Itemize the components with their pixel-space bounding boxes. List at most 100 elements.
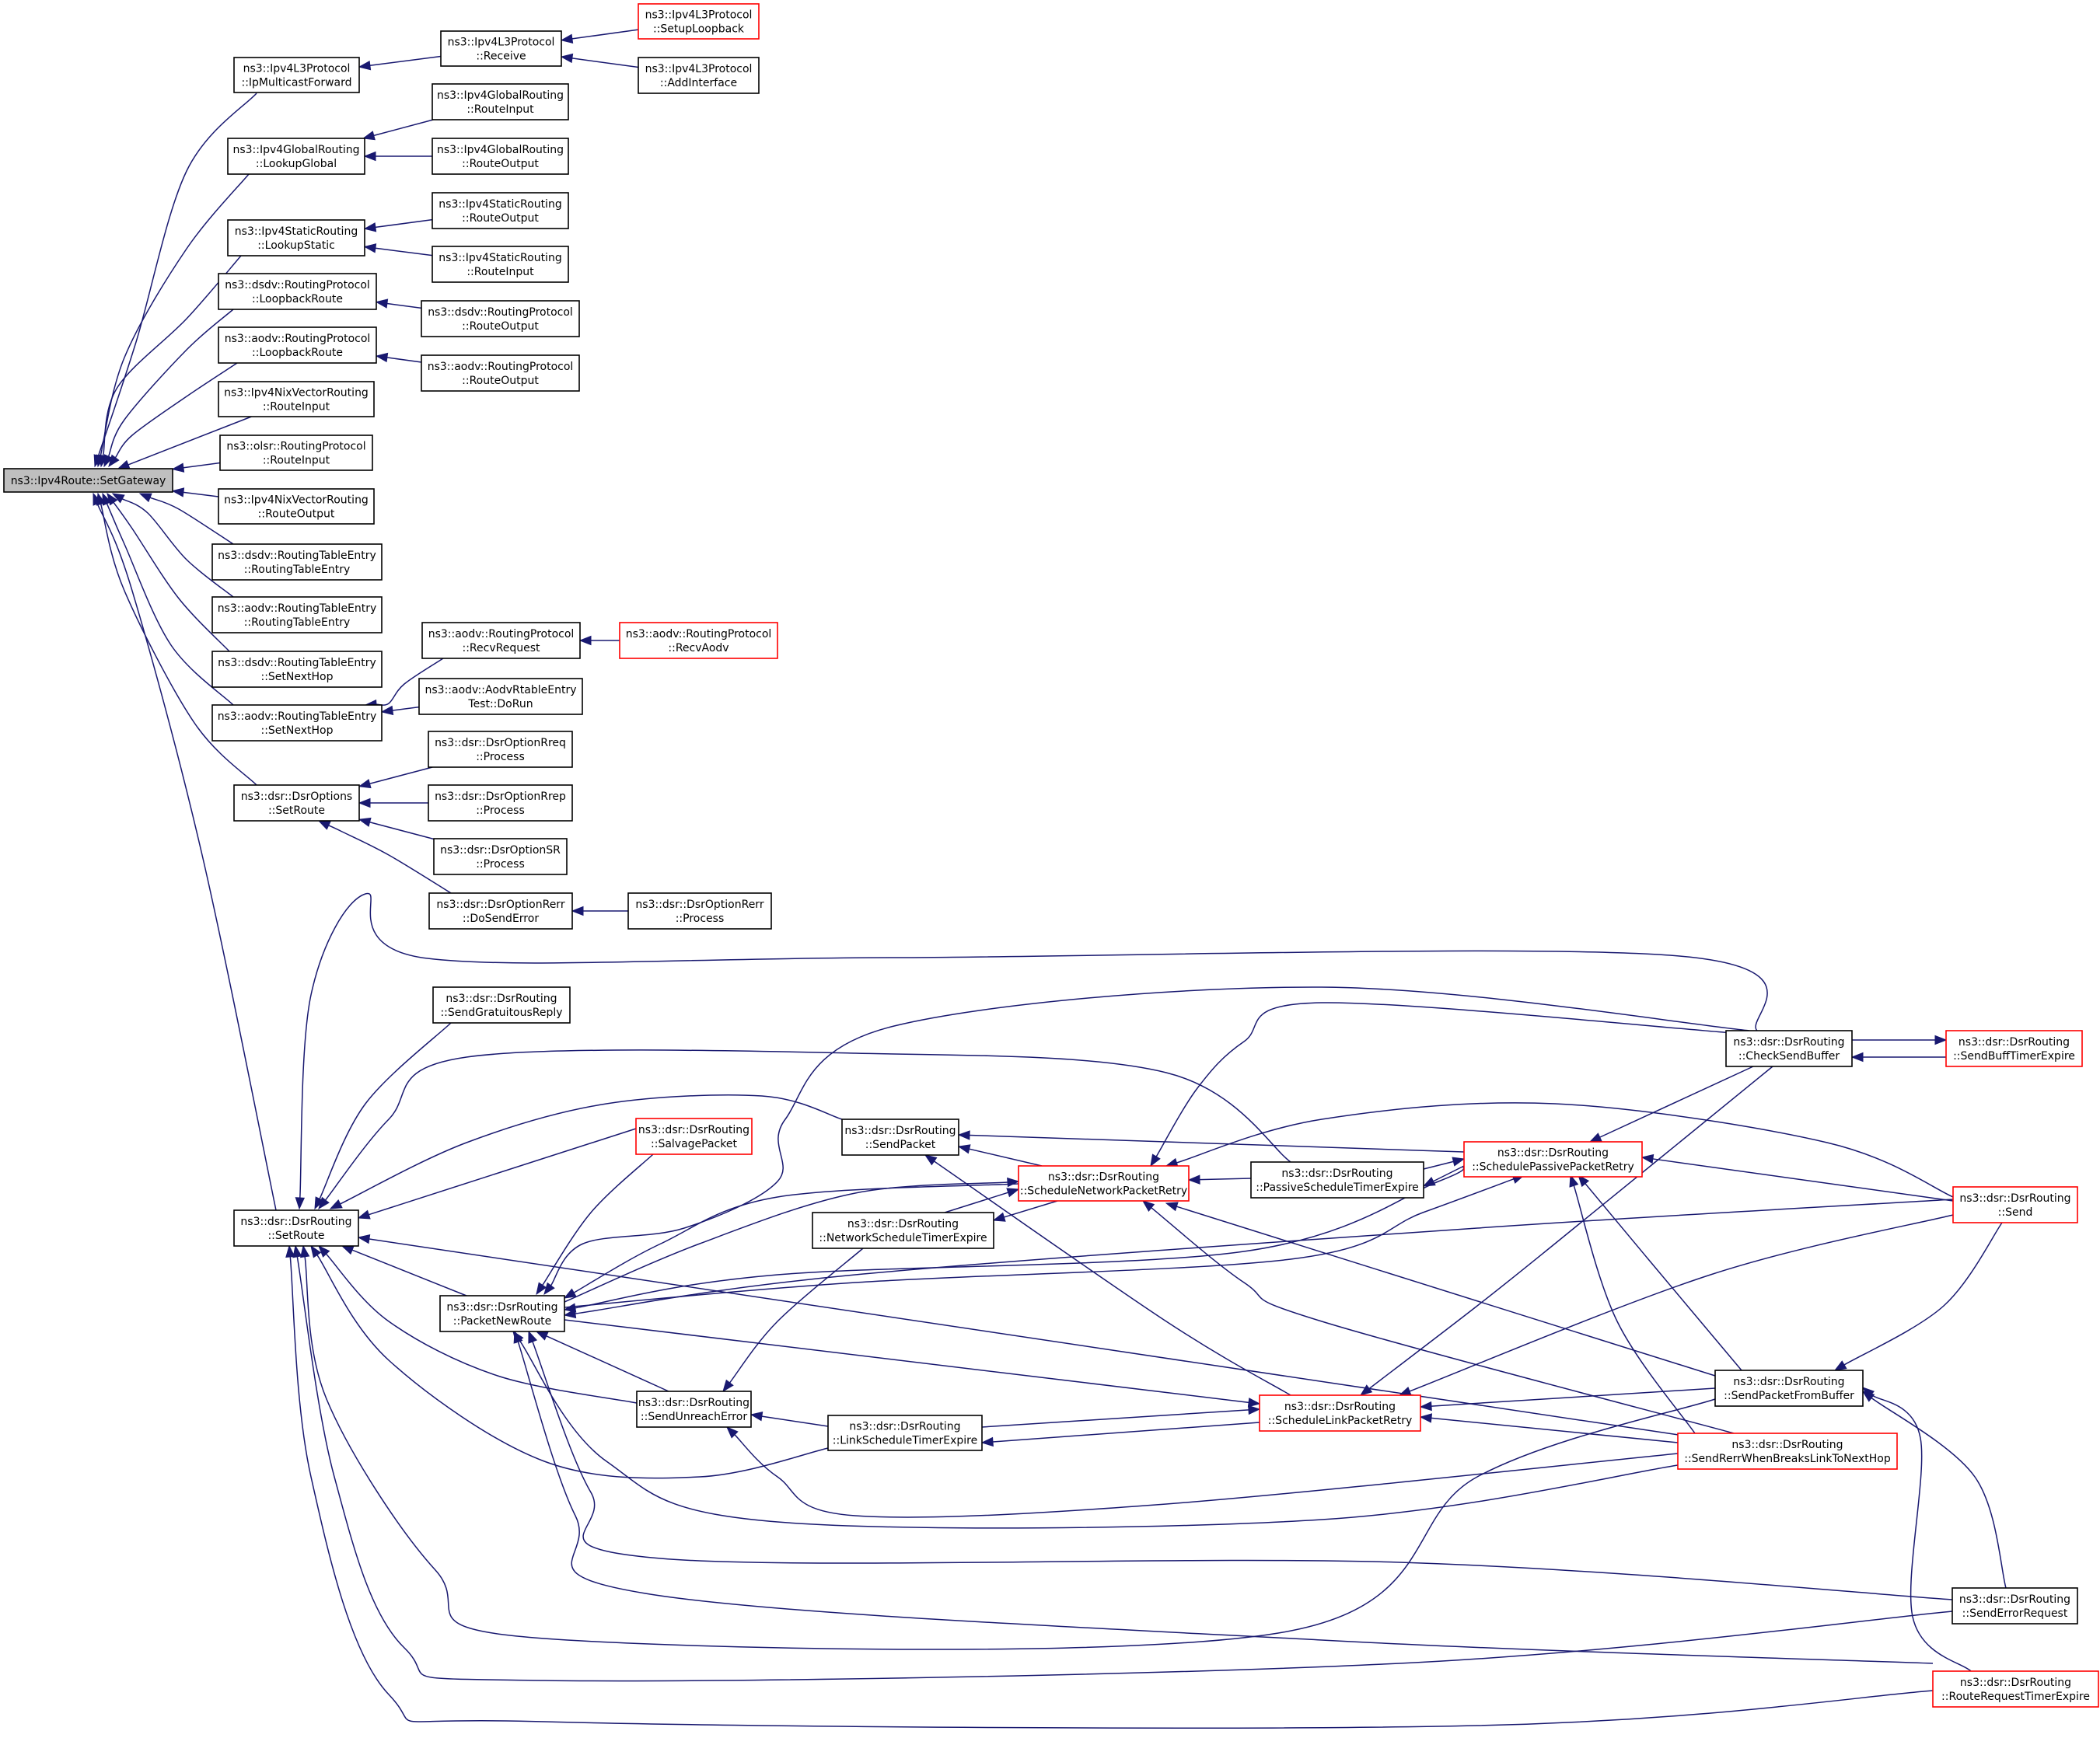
call-edge-sendpacketfrombuffer-to-schednetretry — [1165, 1202, 1716, 1377]
node-label-line: ns3::dsdv::RoutingProtocol — [225, 279, 370, 291]
node-rreq_process[interactable]: ns3::dsr::DsrOptionRreq::Process — [428, 731, 573, 768]
node-sr_process[interactable]: ns3::dsr::DsrOptionSR::Process — [433, 838, 568, 875]
node-aodv_routeoutput[interactable]: ns3::aodv::RoutingProtocol::RouteOutput — [421, 354, 580, 392]
node-box — [1932, 1670, 2099, 1708]
arrowhead-icon — [111, 493, 125, 504]
node-nix_routeoutput[interactable]: ns3::Ipv4NixVectorRouting::RouteOutput — [218, 488, 375, 525]
node-label-line: ns3::dsr::DsrRouting — [1284, 1401, 1396, 1413]
arrowhead-icon — [726, 1426, 739, 1439]
node-schednetretry[interactable]: ns3::dsr::DsrRouting::ScheduleNetworkPac… — [1018, 1165, 1190, 1202]
node-addinterface[interactable]: ns3::Ipv4L3Protocol::AddInterface — [638, 57, 760, 94]
node-dsdv_routeoutput[interactable]: ns3::dsdv::RoutingProtocol::RouteOutput — [421, 300, 580, 337]
call-edge-rrep_process-to-dsroptions_setroute — [358, 797, 428, 808]
node-aodv_setnexthop[interactable]: ns3::aodv::RoutingTableEntry::SetNextHop — [211, 704, 383, 742]
edge-line — [1599, 1066, 1754, 1138]
node-box — [421, 300, 580, 337]
call-edge-sendbufftimer-to-checksendbuffer — [1850, 1052, 1946, 1063]
node-label-line: ::RouteInput — [466, 103, 534, 116]
node-schedpassiveretry[interactable]: ns3::dsr::DsrRouting::SchedulePassivePac… — [1463, 1141, 1643, 1178]
arrowhead-icon — [1861, 1387, 1875, 1399]
node-dsrrouting_setroute[interactable]: ns3::dsr::DsrRouting::SetRoute — [233, 1209, 359, 1247]
node-label-line: ns3::olsr::RoutingProtocol — [226, 441, 365, 453]
call-edge-schednetretry-to-packetnewroute — [563, 1183, 1019, 1299]
edge-line — [351, 1249, 467, 1297]
node-l3receive[interactable]: ns3::Ipv4L3Protocol::Receive — [440, 30, 562, 67]
node-rrep_process[interactable]: ns3::dsr::DsrOptionRrep::Process — [428, 784, 573, 822]
node-label-line: ns3::dsr::DsrRouting — [638, 1397, 750, 1409]
arrowhead-icon — [1150, 1153, 1161, 1167]
node-send[interactable]: ns3::dsr::DsrRouting::Send — [1952, 1186, 2078, 1223]
node-aodv_recvrequest[interactable]: ns3::aodv::RoutingProtocol::RecvRequest — [421, 622, 581, 659]
node-sendbufftimer[interactable]: ns3::dsr::DsrRouting::SendBuffTimerExpir… — [1945, 1030, 2083, 1067]
node-salvagepacket[interactable]: ns3::dsr::DsrRouting::SalvagePacket — [635, 1118, 753, 1155]
node-box — [439, 1295, 565, 1332]
node-checksendbuffer[interactable]: ns3::dsr::DsrRouting::CheckSendBuffer — [1725, 1030, 1853, 1067]
node-dsdv_setnexthop[interactable]: ns3::dsdv::RoutingTableEntry::SetNextHop — [211, 651, 383, 688]
node-aodv_rte_ctor[interactable]: ns3::aodv::RoutingTableEntry::RoutingTab… — [211, 596, 383, 633]
node-nix_routeinput[interactable]: ns3::Ipv4NixVectorRouting::RouteInput — [218, 381, 375, 417]
node-label-line: ns3::aodv::RoutingTableEntry — [218, 602, 377, 615]
node-box — [841, 1119, 959, 1156]
call-edge-nix_routeoutput-to-setgateway — [171, 487, 219, 497]
call-edge-passiveschedtimer-to-dsrrouting_setroute — [318, 1049, 1291, 1210]
node-rerr_dosenderror[interactable]: ns3::dsr::DsrOptionRerr::DoSendError — [428, 892, 573, 930]
node-box — [218, 381, 375, 417]
node-sendunreacherror[interactable]: ns3::dsr::DsrRouting::SendUnreachError — [636, 1391, 752, 1428]
node-setuploopback[interactable]: ns3::Ipv4L3Protocol::SetupLoopback — [638, 3, 760, 40]
node-dsdv_rte_ctor[interactable]: ns3::dsdv::RoutingTableEntry::RoutingTab… — [211, 543, 383, 581]
node-box — [211, 704, 383, 742]
node-global_routeinput[interactable]: ns3::Ipv4GlobalRouting::RouteInput — [432, 83, 569, 120]
node-sendpacket[interactable]: ns3::dsr::DsrRouting::SendPacket — [841, 1119, 959, 1156]
node-label-line: ::RouteInput — [263, 401, 330, 414]
node-label-line: ::LookupStatic — [257, 239, 335, 252]
node-netschedtimer[interactable]: ns3::dsr::DsrRouting::NetworkScheduleTim… — [812, 1212, 994, 1249]
node-static_routeoutput[interactable]: ns3::Ipv4StaticRouting::RouteOutput — [432, 192, 569, 229]
node-sendgratuitousreply[interactable]: ns3::dsr::DsrRouting::SendGratuitousRepl… — [432, 986, 571, 1024]
call-edge-rreq_process-to-dsroptions_setroute — [358, 766, 433, 789]
call-edge-packetnewroute-to-dsrrouting_setroute — [341, 1245, 467, 1297]
arrowhead-icon — [1641, 1153, 1654, 1164]
node-sendrerrbreaks[interactable]: ns3::dsr::DsrRouting::SendRerrWhenBreaks… — [1677, 1433, 1898, 1470]
call-edge-packetnewroute-to-schednetretry — [564, 1177, 1020, 1303]
edge-line — [369, 822, 435, 840]
node-schedlinkretry[interactable]: ns3::dsr::DsrRouting::ScheduleLinkPacket… — [1259, 1394, 1421, 1432]
node-rerr_process[interactable]: ns3::dsr::DsrOptionRerr::Process — [627, 892, 772, 930]
node-lookupstatic[interactable]: ns3::Ipv4StaticRouting::LookupStatic — [227, 219, 365, 257]
edge-line — [519, 1339, 1679, 1529]
node-lookupglobal[interactable]: ns3::Ipv4GlobalRouting::LookupGlobal — [227, 138, 365, 175]
edge-line — [1199, 1178, 1252, 1181]
arrowhead-icon — [1248, 1405, 1261, 1415]
node-aodv_recvaodv[interactable]: ns3::aodv::RoutingProtocol::RecvAodv — [619, 622, 778, 659]
edge-line — [1573, 1185, 1696, 1434]
node-label-line: ns3::dsr::DsrRouting — [1733, 1376, 1844, 1388]
node-olsr_routeinput[interactable]: ns3::olsr::RoutingProtocol::RouteInput — [219, 434, 373, 471]
node-sendpacketfrombuffer[interactable]: ns3::dsr::DsrRouting::SendPacketFromBuff… — [1714, 1370, 1864, 1407]
node-linkschedtimer[interactable]: ns3::dsr::DsrRouting::LinkScheduleTimerE… — [827, 1415, 983, 1451]
node-box — [638, 57, 760, 94]
node-label-line: ns3::dsr::DsrRouting — [1733, 1036, 1844, 1049]
node-global_routeoutput[interactable]: ns3::Ipv4GlobalRouting::RouteOutput — [432, 138, 569, 175]
edge-line — [729, 1248, 864, 1384]
node-passiveschedtimer[interactable]: ns3::dsr::DsrRouting::PassiveScheduleTim… — [1250, 1161, 1424, 1199]
edge-line — [107, 309, 234, 457]
call-edge-senderrorrequest-to-packetnewroute — [528, 1330, 1953, 1600]
node-dsdv_loopback[interactable]: ns3::dsdv::RoutingProtocol::LoopbackRout… — [218, 273, 377, 310]
arrowhead-icon — [357, 1209, 371, 1220]
node-box — [421, 622, 581, 659]
node-dsroptions_setroute[interactable]: ns3::dsr::DsrOptions::SetRoute — [233, 784, 360, 822]
arrowhead-icon — [318, 1244, 330, 1258]
node-aodv_loopback[interactable]: ns3::aodv::RoutingProtocol::LoopbackRout… — [218, 326, 377, 364]
edge-line — [289, 1256, 1934, 1729]
node-ipmulticastforward[interactable]: ns3::Ipv4L3Protocol::IpMulticastForward — [233, 57, 360, 93]
node-routerequesttimer[interactable]: ns3::dsr::DsrRouting::RouteRequestTimerE… — [1932, 1670, 2099, 1708]
edge-line — [1151, 1207, 1735, 1434]
node-static_routeinput[interactable]: ns3::Ipv4StaticRouting::RouteInput — [432, 246, 569, 283]
node-packetnewroute[interactable]: ns3::dsr::DsrRouting::PacketNewRoute — [439, 1295, 565, 1332]
node-label-line: ::RouteOutput — [462, 375, 539, 387]
edge-line — [340, 1094, 843, 1205]
node-senderrorrequest[interactable]: ns3::dsr::DsrRouting::SendErrorRequest — [1951, 1587, 2078, 1625]
call-edge-netschedtimer-to-schednetretry — [944, 1188, 1020, 1213]
arrowhead-icon — [1422, 1176, 1436, 1187]
edge-line — [114, 362, 238, 459]
